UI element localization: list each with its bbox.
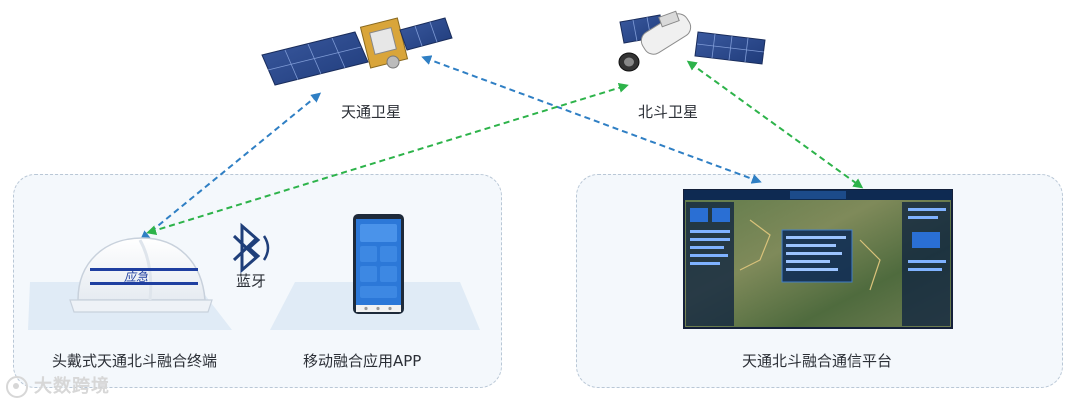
phone-icon: [353, 214, 404, 314]
app-label: 移动融合应用APP: [303, 352, 422, 370]
helmet-icon: [69, 237, 213, 313]
platform-label: 天通北斗融合通信平台: [742, 352, 893, 370]
tiantong-links: [139, 55, 762, 241]
beidou-links: [146, 60, 864, 236]
watermark: 大数跨境: [6, 372, 110, 398]
watermark-logo-icon: [6, 376, 28, 398]
bluetooth-icon: [232, 222, 270, 274]
helmet-terminal-label: 头戴式天通北斗融合终端: [52, 352, 218, 370]
space-station-icon: [618, 10, 766, 72]
helmet-badge: 应急: [124, 270, 149, 284]
tiantong-satellite-label: 天通卫星: [341, 103, 402, 121]
bluetooth-label: 蓝牙: [236, 272, 267, 290]
watermark-text: 大数跨境: [34, 376, 110, 397]
satellite-icon: [261, 17, 453, 86]
beidou-satellite-label: 北斗卫星: [638, 103, 699, 121]
dashboard-screen: [683, 189, 953, 329]
